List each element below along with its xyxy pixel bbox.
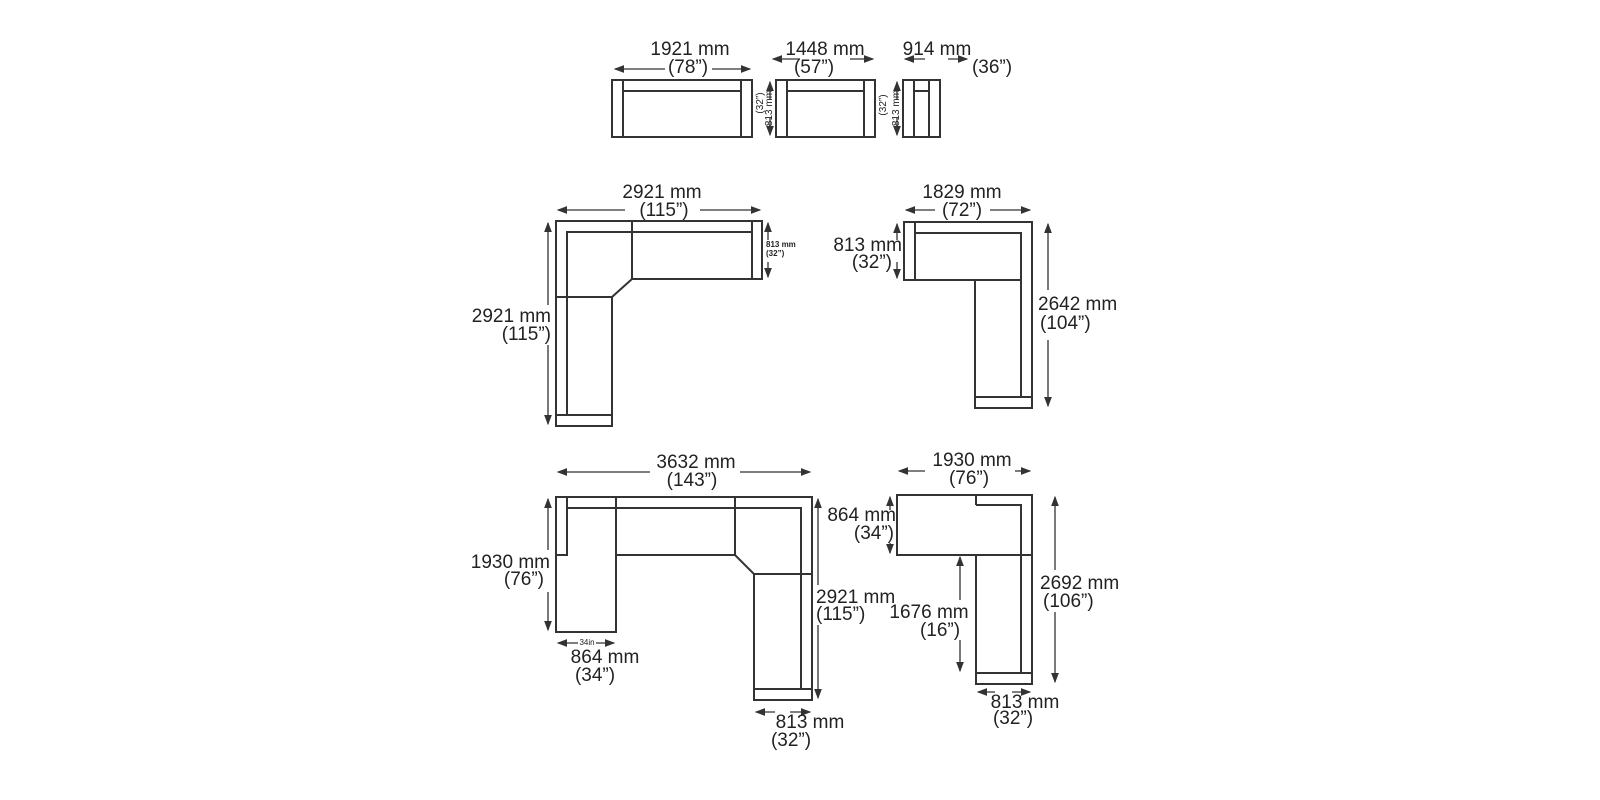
l-left-width-in: (115”) <box>639 200 689 221</box>
l-right-length-in: (104”) <box>1040 313 1091 334</box>
sofa-depth-mm: 813 mm <box>764 89 775 127</box>
u-width-mm: 3632 mm <box>656 452 736 473</box>
chaise-sectional-outline <box>896 494 1033 685</box>
dimension-arrows-top <box>613 55 969 137</box>
dimension-arrows-bottom <box>544 467 1059 716</box>
u-chaise-mm: 864 mm <box>570 647 640 668</box>
chair-width-mm: 914 mm <box>902 39 972 60</box>
chair-width-in: (36”) <box>971 57 1013 78</box>
chaise-length-inner-mm: 1676 mm <box>889 602 969 623</box>
u-left-mm: 1930 mm <box>470 552 550 573</box>
loveseat-depth-mm: 813 mm <box>891 89 902 127</box>
l-right-depth-mm: 813 mm <box>833 235 902 256</box>
u-left-in: (76”) <box>503 569 544 590</box>
u-right-mm: 2921 mm <box>816 587 896 608</box>
sofa-width-in: (78”) <box>667 57 709 78</box>
chair-outline <box>902 79 941 138</box>
chaise-length-mm: 2692 mm <box>1040 573 1120 594</box>
chaise-length-inner-in: (16”) <box>919 620 961 641</box>
l-sectional-left-outline <box>555 220 763 427</box>
l-left-width-mm: 2921 mm <box>622 182 702 203</box>
l-left-depth-in: (32”) <box>766 249 785 258</box>
dimension-arrows-middle <box>544 206 1052 426</box>
l-right-width-mm: 1829 mm <box>922 182 1002 203</box>
u-chaise-in: (34”) <box>574 665 616 686</box>
chaise-depth-mm: 864 mm <box>827 505 896 526</box>
l-right-depth-in: (32”) <box>851 252 892 273</box>
loveseat-width-mm: 1448 mm <box>785 39 865 60</box>
loveseat-width-in: (57”) <box>793 57 835 78</box>
loveseat-depth-in: (32”) <box>878 94 889 116</box>
sofa-width-mm: 1921 mm <box>650 39 730 60</box>
u-sectional-outline <box>555 496 813 701</box>
l-left-length-mm: 2921 mm <box>471 306 551 327</box>
l-sectional-right-outline <box>903 221 1033 409</box>
l-right-length-mm: 2642 mm <box>1038 294 1118 315</box>
chaise-width-mm: 1930 mm <box>932 450 1012 471</box>
chaise-depth-in: (34”) <box>853 523 894 544</box>
u-depth-in: (32”) <box>770 730 812 751</box>
l-left-depth-mm: 813 mm <box>766 240 796 249</box>
l-left-length-in: (115”) <box>501 324 551 345</box>
loveseat-outline <box>775 79 876 138</box>
l-right-width-in: (72”) <box>941 200 983 221</box>
u-right-in: (115”) <box>816 604 866 625</box>
chaise-length-in: (106”) <box>1043 591 1094 612</box>
chaise-seat-mm: 813 mm <box>990 692 1060 713</box>
chaise-seat-in: (32”) <box>992 708 1034 729</box>
u-chaise-label: 34in <box>579 638 595 647</box>
u-width-in: (143”) <box>666 470 718 491</box>
sofa-outline <box>611 79 753 138</box>
u-depth-mm: 813 mm <box>775 712 845 733</box>
chaise-width-in: (76”) <box>948 468 990 489</box>
